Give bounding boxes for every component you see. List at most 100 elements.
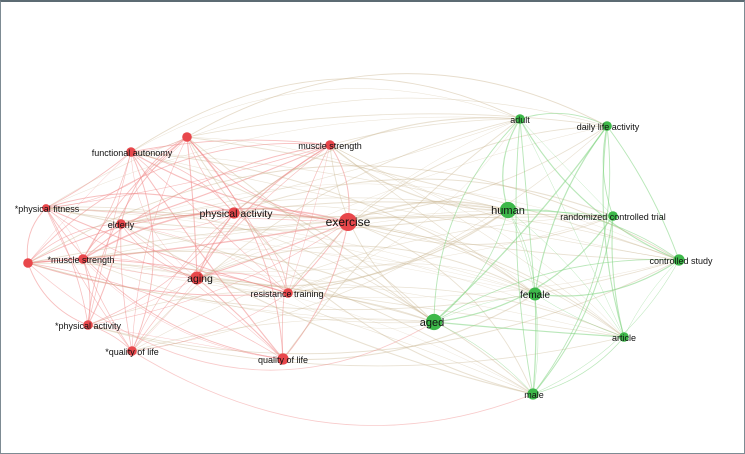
label-controlled-study: controlled study (649, 256, 713, 266)
node-functional-autonomy[interactable] (126, 147, 136, 157)
edge-unlabeled_red-star_physical_fitness (45, 136, 188, 209)
edge-resistance_training-aged (287, 292, 435, 329)
edge-left_edge_red-quality_of_life (27, 262, 284, 360)
node-randomized-controlled-trial[interactable] (608, 211, 618, 221)
edge-star_physical_fitness-star_quality_of_life (45, 207, 133, 352)
edge-human-controlled_study (507, 209, 680, 261)
node-daily-life-activity[interactable] (602, 121, 612, 131)
node-exercise[interactable] (339, 213, 357, 231)
node-article[interactable] (619, 332, 629, 342)
node-male[interactable] (527, 388, 539, 400)
edge-left_edge_red-article (27, 262, 625, 338)
edge-female-article (534, 293, 625, 338)
node-star-physical-activity[interactable] (83, 320, 93, 330)
edge-aging-male (196, 277, 534, 395)
edge-star_physical_fitness-daily_life_activity (45, 97, 608, 209)
edge-physical_activity-daily_life_activity (233, 125, 608, 219)
edge-exercise-quality_of_life (282, 221, 349, 360)
edge-muscle_strength-star_quality_of_life (131, 144, 331, 352)
edge-left_edge_red-aged (27, 262, 435, 323)
label-elderly: elderly (108, 220, 135, 230)
edge-star_physical_activity-article (87, 324, 625, 367)
edge-exercise-star_muscle_strength (82, 207, 349, 260)
node-aged[interactable] (425, 313, 443, 331)
label-star-physical-activity: *physical activity (55, 321, 122, 331)
label-randomized-controlled-trial: randomized controlled trial (560, 212, 666, 222)
edge-resistance_training-star_quality_of_life (131, 292, 289, 352)
edge-aging-star_quality_of_life (131, 277, 198, 352)
label-functional-autonomy: functional autonomy (92, 148, 173, 158)
edge-exercise-human (347, 200, 509, 223)
node-female[interactable] (528, 287, 542, 301)
edge-elderly-controlled_study (120, 183, 680, 261)
edge-controlled_study-article (623, 259, 680, 338)
edge-female-male (532, 293, 537, 395)
edge-female-aged (433, 293, 536, 323)
edge-elderly-male (120, 223, 534, 395)
node-left-edge-red[interactable] (23, 258, 33, 268)
node-human[interactable] (499, 201, 517, 219)
edge-quality_of_life-adult (282, 118, 521, 360)
edge-resistance_training-daily_life_activity (287, 125, 608, 294)
node-star-physical-fitness[interactable] (42, 204, 50, 212)
edge-star_muscle_strength-resistance_training (82, 258, 289, 294)
edge-muscle_strength-quality_of_life (281, 144, 331, 360)
edge-functional_autonomy-female (130, 151, 536, 295)
edge-resistance_training-human (287, 209, 509, 294)
edge-muscle_strength-article (329, 144, 625, 338)
label-human: human (491, 205, 525, 217)
edge-unlabeled_red-star_quality_of_life (131, 136, 188, 352)
edge-left_edge_red-controlled_study (27, 165, 680, 264)
edge-exercise-adult (347, 118, 521, 223)
edge-aging-unlabeled_red (186, 136, 198, 279)
edge-human-aged (433, 209, 509, 323)
edge-unlabeled_red-controlled_study (186, 136, 680, 261)
edge-adult-article (519, 118, 625, 338)
edge-star_physical_activity-aged (87, 291, 435, 326)
node-aging[interactable] (190, 271, 204, 285)
edge-unlabeled_red-article (186, 136, 625, 338)
node-star-quality-of-life[interactable] (127, 346, 137, 356)
edge-elderly-article (120, 213, 625, 338)
label-muscle-strength: muscle strength (298, 141, 362, 151)
edge-star_physical_fitness-article (45, 207, 625, 338)
node-muscle-strength[interactable] (325, 140, 335, 150)
label-aged: aged (420, 317, 444, 329)
node-star-muscle-strength[interactable] (78, 254, 88, 264)
edge-functional_autonomy-star_quality_of_life (130, 151, 154, 352)
edge-star_physical_activity-controlled_study (87, 259, 680, 355)
edge-unlabeled_red-quality_of_life (186, 136, 284, 360)
edge-star_physical_fitness-human (45, 207, 509, 231)
edge-adult-randomized_controlled_trial (519, 118, 614, 217)
edge-aging-star_muscle_strength (82, 258, 198, 279)
edge-controlled_study-female (534, 259, 680, 297)
node-adult[interactable] (515, 114, 525, 124)
edge-star_muscle_strength-controlled_study (82, 258, 680, 298)
edge-human-article (507, 209, 625, 338)
edge-quality_of_life-female (282, 293, 536, 361)
edge-star_muscle_strength-randomized_controlled_trial (82, 215, 614, 272)
nodes-layer (23, 114, 685, 400)
edge-randomized_controlled_trial-male (532, 215, 614, 395)
edge-aging-star_physical_fitness (45, 207, 198, 279)
edge-adult-male (515, 118, 534, 395)
node-physical-activity[interactable] (228, 207, 240, 219)
node-unlabeled-red[interactable] (182, 132, 192, 142)
edge-functional_autonomy-aged (130, 151, 435, 323)
label-star-muscle-strength: *muscle strength (47, 255, 114, 265)
edge-muscle_strength-adult (329, 118, 521, 146)
label-star-physical-fitness: *physical fitness (15, 204, 80, 214)
node-elderly[interactable] (116, 219, 126, 229)
label-adult: adult (510, 115, 530, 125)
edge-exercise-male (347, 221, 534, 395)
edge-physical_activity-left_edge_red (27, 212, 235, 264)
label-resistance-training: resistance training (250, 289, 323, 299)
node-quality-of-life[interactable] (277, 353, 289, 365)
edge-human-adult (502, 118, 521, 211)
edge-unlabeled_red-male (186, 136, 534, 395)
edge-aged-article (433, 321, 625, 338)
node-controlled-study[interactable] (673, 254, 685, 266)
edge-aging-quality_of_life (196, 277, 284, 360)
node-resistance-training[interactable] (283, 288, 293, 298)
